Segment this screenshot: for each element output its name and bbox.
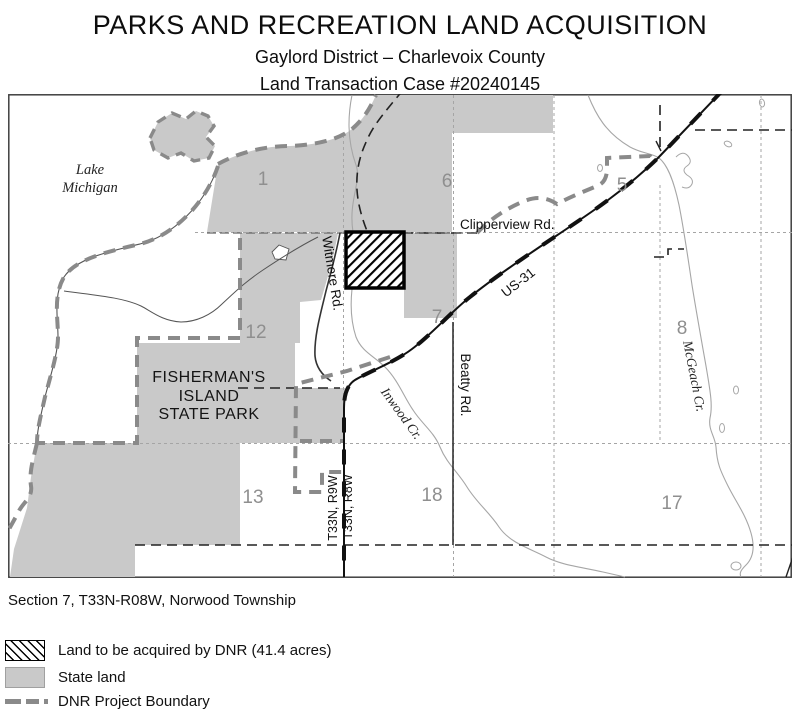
- state-land-east-strip: [404, 233, 457, 318]
- pond-1: [597, 164, 603, 172]
- pond-2: [733, 385, 739, 395]
- section-label-12: 12: [245, 322, 266, 343]
- park-label-line3: STATE PARK: [158, 406, 259, 423]
- inland-trail: [63, 236, 319, 323]
- township-label-r8w: T33N, R8W: [341, 474, 355, 539]
- pond-3: [719, 423, 725, 433]
- map-frame: Lake Michigan 1 6 5 12 7 8 13 18 17 Clip…: [6, 88, 798, 578]
- section-label-1: 1: [258, 169, 269, 190]
- mcgeach-creek: [587, 94, 754, 578]
- section-label-18: 18: [421, 485, 442, 506]
- legend-label-state-land: State land: [58, 669, 126, 686]
- section-label-7: 7: [432, 307, 443, 328]
- beatty-road-label: Beatty Rd.: [458, 353, 473, 416]
- state-land-section12: [240, 233, 338, 343]
- section-label-8: 8: [677, 318, 688, 339]
- hatched-swatch: [5, 640, 45, 661]
- us31-road: [343, 89, 724, 577]
- dashed-line-swatch: [5, 698, 49, 704]
- inwood-creek: [348, 94, 626, 578]
- page-subtitle-case: Land Transaction Case #20240145: [259, 74, 541, 94]
- survey-arrow-tick: [655, 140, 662, 152]
- gray-swatch: [5, 667, 45, 688]
- lake-label-line1: Lake: [75, 162, 105, 178]
- clipperview-road-label: Clipperview Rd.: [460, 217, 555, 232]
- state-land-park-block: [137, 343, 345, 443]
- legend-label-boundary: DNR Project Boundary: [58, 692, 210, 710]
- state-land-areas: [10, 95, 553, 577]
- page-subtitle-district: Gaylord District – Charlevoix County: [254, 47, 546, 67]
- lake-label-line2: Michigan: [61, 180, 118, 196]
- roads: [207, 88, 725, 577]
- legend-item-state-land: State land: [5, 667, 126, 688]
- state-land-southwest-block: [10, 443, 240, 577]
- legend-label-acquired: Land to be acquired by DNR (41.4 acres): [58, 642, 332, 659]
- legend-item-acquired: Land to be acquired by DNR (41.4 acres): [5, 640, 331, 661]
- ribbon-lake: [675, 152, 693, 189]
- map: Lake Michigan 1 6 5 12 7 8 13 18 17 Clip…: [6, 88, 798, 578]
- state-land-island: [148, 109, 218, 163]
- islet-2: [758, 98, 766, 108]
- page-title: PARKS AND RECREATION LAND ACQUISITION: [92, 10, 708, 40]
- legend-item-boundary: DNR Project Boundary: [5, 692, 210, 710]
- section-label-13: 13: [242, 487, 263, 508]
- state-land-north-block: [207, 95, 553, 232]
- witmere-road: [314, 232, 341, 382]
- township-label-r9w: T33N, R9W: [326, 475, 340, 540]
- park-label-line2: ISLAND: [179, 388, 240, 405]
- pond-4: [730, 561, 742, 571]
- park-label-line1: FISHERMAN'S: [152, 369, 265, 386]
- location-caption: Section 7, T33N-R08W, Norwood Township: [8, 592, 296, 609]
- survey-dashed-lines: [135, 89, 792, 546]
- section-label-17: 17: [661, 493, 682, 514]
- dnr-project-boundary: [6, 94, 657, 532]
- title-block: PARKS AND RECREATION LAND ACQUISITION Ga…: [0, 0, 800, 95]
- section-label-5: 5: [617, 175, 628, 196]
- islet-1: [723, 140, 733, 148]
- acquisition-parcel: [344, 230, 406, 290]
- section-label-6: 6: [442, 171, 453, 192]
